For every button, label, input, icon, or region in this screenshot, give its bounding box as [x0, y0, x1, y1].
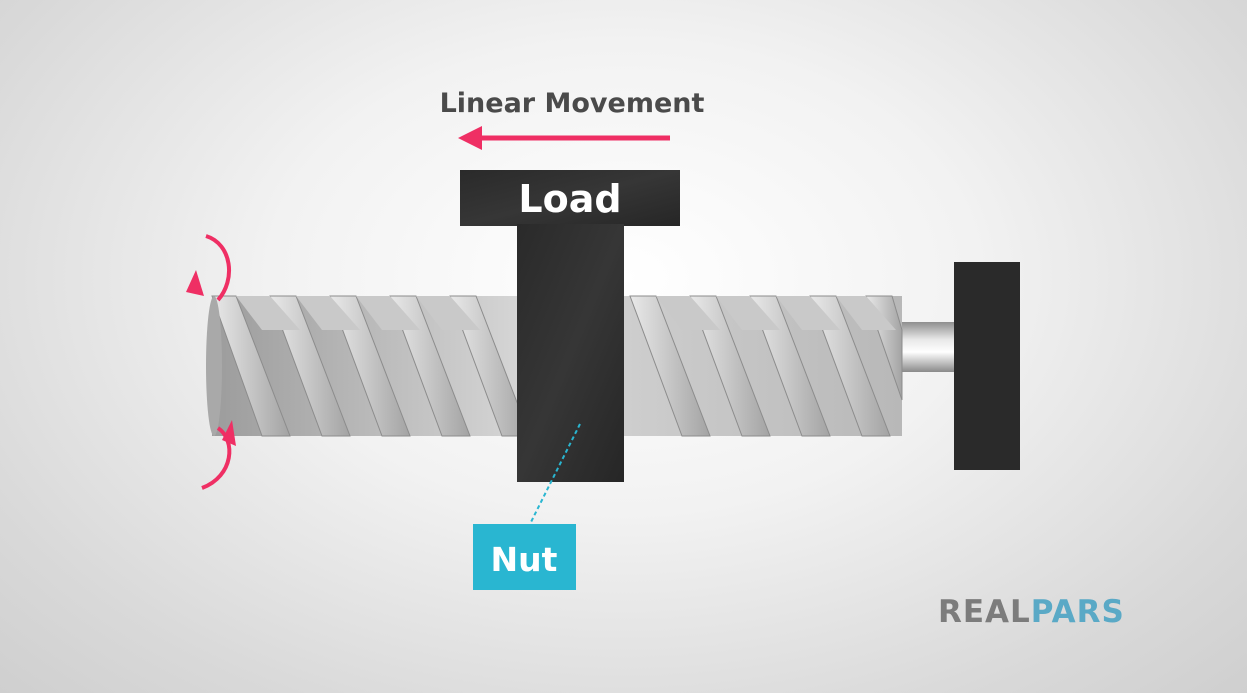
- linear-movement-label: Linear Movement: [440, 88, 705, 119]
- load-nut-block: [460, 170, 680, 482]
- screw-thread-crests: [236, 296, 896, 330]
- load-block: [460, 170, 680, 226]
- realpars-logo: REALPARS: [938, 594, 1125, 630]
- load-label: Load: [518, 177, 621, 221]
- left-arrow-icon: [458, 126, 670, 150]
- nut-pointer-line: [530, 423, 581, 523]
- nut-label: Nut: [491, 540, 558, 579]
- logo-text-pars: PARS: [1030, 594, 1125, 630]
- rotation-arrows-icon: [186, 234, 236, 490]
- nut-label-box: Nut: [473, 524, 576, 590]
- screw-left-end: [206, 296, 222, 436]
- nut-block: [517, 224, 624, 482]
- logo-text-real: REAL: [938, 594, 1031, 630]
- bearing-block: [954, 262, 1020, 470]
